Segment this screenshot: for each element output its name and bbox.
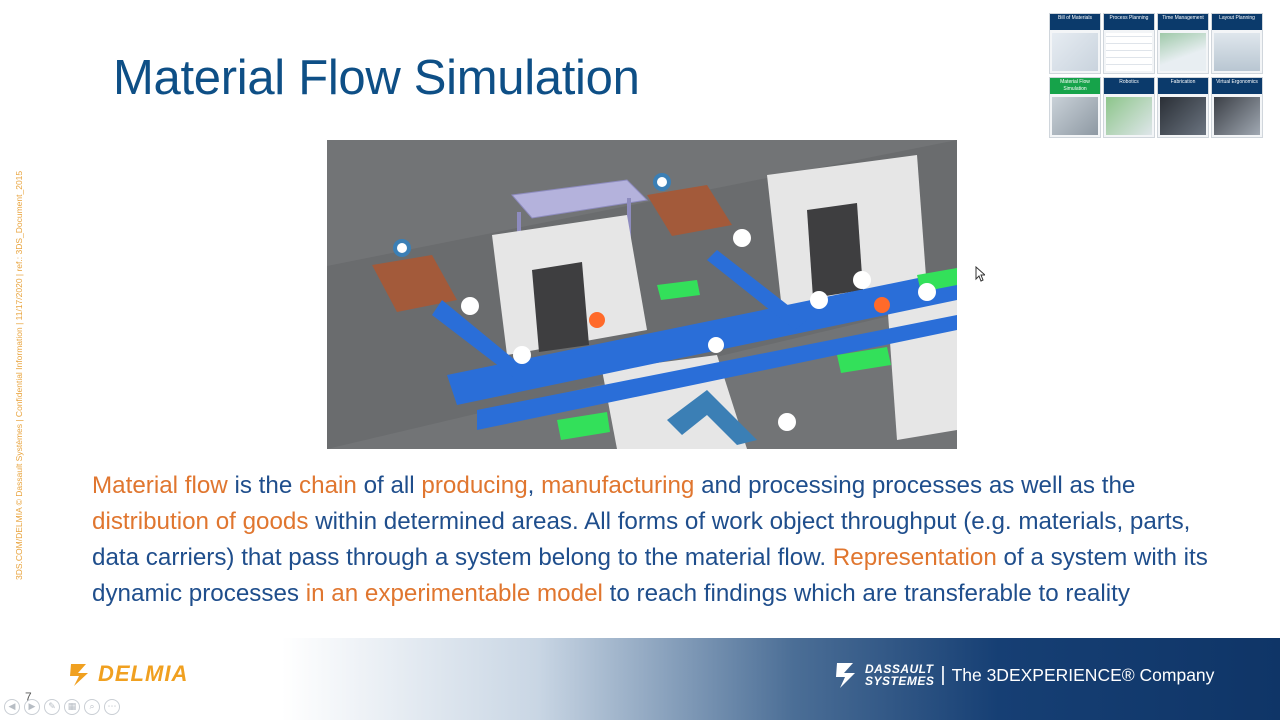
thumb-material-flow-simulation[interactable]: Material Flow Simulation (1049, 77, 1101, 138)
thumb-label: Bill of Materials (1050, 14, 1100, 30)
description-paragraph: Material flow is the chain of all produc… (92, 468, 1232, 612)
previous-slide-icon[interactable]: ◀ (4, 699, 20, 715)
next-slide-icon[interactable]: ▶ (24, 699, 40, 715)
thumb-label: Time Management (1158, 14, 1208, 30)
zoom-icon[interactable]: ⌕ (84, 699, 100, 715)
thumb-time-management[interactable]: Time Management (1157, 13, 1209, 74)
company-tagline: The 3DEXPERIENCE® Company (951, 664, 1215, 685)
desc-highlight: distribution of goods (92, 508, 309, 535)
thumb-label: Process Planning (1104, 14, 1154, 30)
desc-highlight: producing (421, 472, 528, 499)
factory-simulation-image (327, 140, 957, 449)
desc-highlight: in an experimentable model (305, 580, 603, 607)
desc-highlight: Representation (832, 544, 997, 571)
dassault-logo: DASSAULT SYSTEMES | The 3DEXPERIENCE® Co… (833, 659, 1214, 691)
thumb-bill-of-materials[interactable]: Bill of Materials (1049, 13, 1101, 74)
more-options-icon[interactable]: ⋯ (104, 699, 120, 715)
dassault-wordmark: DASSAULT SYSTEMES (865, 663, 934, 687)
footer-band (0, 638, 1280, 720)
section-thumbnail-grid: Bill of Materials Process Planning Time … (1049, 13, 1265, 139)
page-number: 7 (25, 690, 32, 704)
thumb-process-planning[interactable]: Process Planning (1103, 13, 1155, 74)
3ds-logo-icon (70, 664, 88, 686)
desc-text: of a system with its dynamic processes (92, 544, 1208, 607)
desc-text: to reach findings which are transferable… (602, 580, 1130, 607)
slides-grid-icon[interactable]: ▦ (64, 699, 80, 715)
desc-text: is the (227, 472, 300, 499)
thumb-fabrication[interactable]: Fabrication (1157, 77, 1209, 138)
dassault-wordmark-line: SYSTEMES (865, 674, 935, 688)
delmia-wordmark: DELMIA (98, 661, 189, 686)
desc-text: and processing processes as well as the (694, 472, 1136, 499)
vertical-side-note: 3DS.COM/DELMIA © Dassault Systèmes | Con… (14, 170, 24, 580)
page-title: Material Flow Simulation (113, 51, 640, 105)
desc-highlight: Material flow (92, 472, 228, 499)
thumb-label: Virtual Ergonomics (1212, 78, 1262, 94)
slideshow-controls: ◀ ▶ ✎ ▦ ⌕ ⋯ (4, 699, 120, 715)
desc-highlight: chain (299, 472, 357, 499)
mouse-cursor-icon (975, 266, 985, 282)
3ds-logo-icon (836, 663, 855, 688)
desc-text: of all (356, 472, 422, 499)
desc-text: within determined areas. All forms of wo… (92, 508, 1191, 571)
divider: | (940, 663, 946, 686)
desc-highlight: manufacturing (541, 472, 695, 499)
pen-icon[interactable]: ✎ (44, 699, 60, 715)
dassault-wordmark-line: DASSAULT (865, 662, 934, 676)
thumb-label: Robotics (1104, 78, 1154, 94)
thumb-robotics[interactable]: Robotics (1103, 77, 1155, 138)
delmia-logo: DELMIA (68, 660, 188, 688)
thumb-virtual-ergonomics[interactable]: Virtual Ergonomics (1211, 77, 1263, 138)
thumb-layout-planning[interactable]: Layout Planning (1211, 13, 1263, 74)
thumb-label: Fabrication (1158, 78, 1208, 94)
desc-text: , (527, 472, 542, 499)
thumb-label: Material Flow Simulation (1050, 78, 1100, 94)
thumb-label: Layout Planning (1212, 14, 1262, 30)
